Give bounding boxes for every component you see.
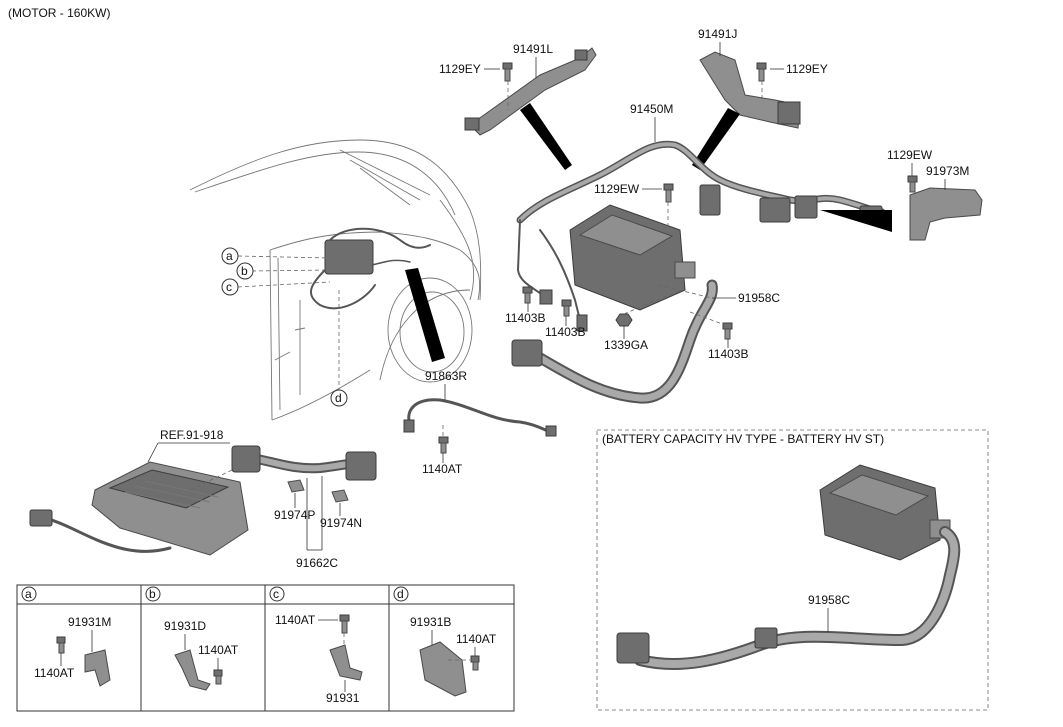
diagram-title: (MOTOR - 160KW) (8, 6, 110, 20)
callout-group-vehicle: a b c d (221, 247, 348, 407)
label-11403b-3: 11403B (708, 347, 748, 361)
bracket-91973m (909, 187, 983, 241)
label-91973m: 91973M (926, 164, 969, 178)
panel-d-part-2: 1140AT (456, 632, 497, 646)
junction-box-main (569, 204, 696, 311)
panel-b-part-2: 1140AT (198, 643, 239, 657)
zoom-wedge-91491j (692, 108, 740, 170)
label-11403b-1: 11403B (505, 311, 545, 325)
label-1129ew-center: 1129EW (594, 182, 640, 196)
label-ref-91-918: REF.91-918 (160, 428, 224, 442)
bolt-1129ey-left (502, 62, 513, 82)
panel-a-letter: a (25, 587, 32, 601)
bolt-1129ew-right (907, 175, 918, 193)
label-1129ey-left: 1129EY (439, 62, 481, 76)
panel-d-part-1: 91931B (410, 615, 451, 629)
bolt-11403b-2 (561, 299, 572, 317)
label-1339ga: 1339GA (604, 338, 648, 352)
callout-d: d (335, 391, 342, 405)
cable-91863r (403, 398, 557, 437)
vehicle-harness (310, 227, 431, 310)
callout-b: b (241, 264, 248, 278)
bolt-1129ey-right (756, 62, 767, 82)
vehicle-outline (189, 139, 482, 421)
label-91863r: 91863R (425, 369, 467, 383)
label-1140at-mid: 1140AT (422, 462, 463, 476)
detail-panel-d: d 91931B 1140AT (393, 586, 497, 697)
panel-a-part-2: 1140AT (34, 666, 75, 680)
panel-b-letter: b (149, 587, 156, 601)
label-91958c-hv: 91958C (808, 593, 850, 607)
panel-c-part-2: 91931 (326, 691, 360, 705)
callout-a: a (226, 249, 233, 263)
bolt-11403b-1 (522, 286, 533, 304)
panel-a-part-1: 91931M (68, 615, 111, 629)
zoom-wedge-91973m (820, 210, 892, 232)
pigtail-connector (29, 509, 172, 553)
clip-91974n (331, 489, 349, 503)
battery-pack-ref (91, 461, 249, 556)
label-1129ew-right: 1129EW (887, 148, 933, 162)
label-1129ey-right: 1129EY (786, 62, 828, 76)
label-91958c: 91958C (738, 291, 780, 305)
bracket-91491j (699, 51, 801, 129)
bracket-91491l (464, 47, 597, 136)
panel-b-part-1: 91931D (164, 619, 206, 633)
detail-panels (16, 584, 515, 712)
label-11403b-2: 11403B (545, 325, 585, 339)
junction-box-hv (819, 464, 951, 561)
label-91974n: 91974N (320, 516, 362, 530)
cable-91958c (511, 279, 718, 404)
cable-91958c-hv (616, 526, 961, 670)
bolt-11403b-3 (722, 322, 733, 340)
label-91662c: 91662C (296, 556, 338, 570)
label-91450m: 91450M (630, 102, 673, 116)
zoom-wedge-91491l (520, 103, 572, 170)
label-91974p: 91974P (274, 508, 315, 522)
label-91491l: 91491L (513, 42, 553, 56)
clip-91974p (287, 479, 305, 493)
bolt-1140at-mid (438, 436, 449, 454)
panel-d-letter: d (397, 587, 404, 601)
nut-1339ga (615, 313, 633, 327)
bolt-1129ew-center (663, 183, 674, 203)
callout-c: c (226, 280, 232, 294)
zoom-wedge-91863r (405, 268, 445, 362)
detail-panel-b: b 91931D 1140AT (145, 586, 239, 691)
cable-91662c (231, 445, 377, 481)
panel-c-part-1: 1140AT (275, 613, 316, 627)
panel-c-letter: c (273, 587, 279, 601)
detail-panel-c: c 1140AT 91931 (269, 586, 363, 705)
detail-panel-a: a 91931M 1140AT (21, 586, 111, 687)
label-91491j: 91491J (698, 27, 737, 41)
battery-hv-box-title: (BATTERY CAPACITY HV TYPE - BATTERY HV S… (602, 432, 884, 446)
